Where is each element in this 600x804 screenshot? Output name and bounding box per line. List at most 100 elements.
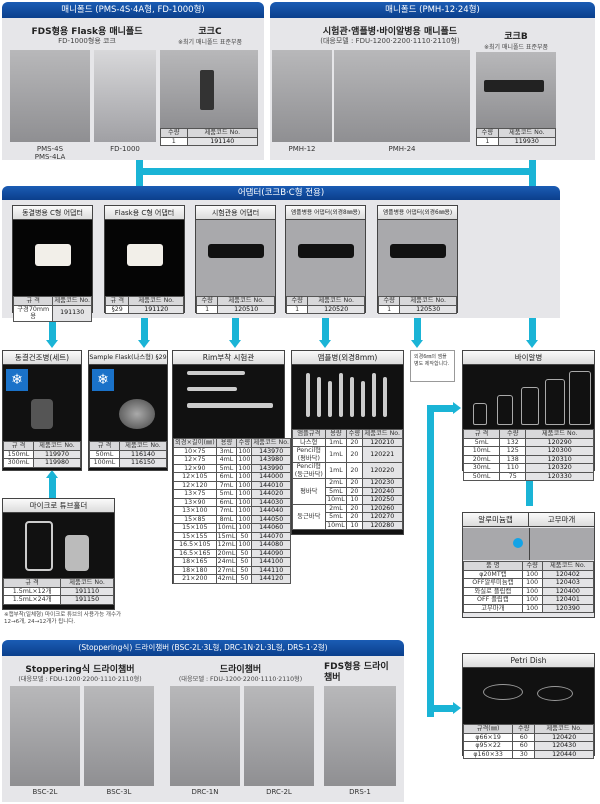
table-cell: 100 (236, 523, 253, 533)
column-header: 제품코드 No. (525, 429, 594, 439)
table-cell: OFF 플립캡 (463, 595, 523, 605)
cock-note: ※최기 매니폴드 표준부품 (177, 39, 243, 46)
connector-line (49, 318, 56, 342)
product-code-cell: 120240 (361, 486, 403, 496)
card-title: 앰플병(외경8mm) (292, 351, 403, 365)
connector-line (427, 705, 455, 712)
table-cell: 50 (236, 531, 253, 541)
table-cell: 15×85 (173, 514, 217, 524)
table-cell: 10mL (324, 495, 348, 505)
column-header: 제품코드 No. (33, 441, 81, 451)
connector-line (526, 480, 533, 506)
caption: PMH-12 (288, 145, 316, 153)
table-cell: 13×90 (173, 497, 217, 507)
manifold-left-panel: 매니폴드 (PMS-4S·4A형, FD-1000형) FDS형용 Flask용… (2, 2, 264, 161)
table-cell: 12×105 (173, 472, 217, 482)
vial-photo (569, 371, 591, 425)
table-cell: 16.5×165 (173, 548, 217, 558)
column-header: 규격(㎜) (462, 724, 514, 734)
ampoule-note: 외경6㎜의 앰플병도 제작합니다. (414, 354, 450, 367)
cock-b-title: 코크B (504, 32, 528, 42)
table-cell: 13×100 (173, 506, 217, 516)
cock-c-title: 코크C (198, 27, 222, 37)
column-header: 규 격 (104, 296, 130, 306)
column-header: 수량 (285, 296, 309, 306)
manifold-photo (10, 50, 90, 142)
product-code-cell: 144050 (251, 514, 291, 524)
table-cell: 50 (236, 574, 253, 584)
table-cell: 100 (521, 578, 543, 588)
cap-icon (513, 538, 523, 548)
cock-b-photo (476, 52, 556, 128)
table-cell: 3mL (215, 446, 238, 456)
card-title: 알루미늄캡 (463, 513, 529, 527)
product-code-cell: 144030 (251, 497, 291, 507)
product-code-cell: 120403 (541, 578, 595, 588)
micro-tube-note: ※캡부착(일체형) 마이크로 튜브의 사용가능 개수가 12→6개, 24→12… (4, 612, 122, 625)
chamber-photo (10, 686, 80, 786)
panel-header: 매니폴드 (PMH-12·24형) (270, 2, 595, 18)
table-cell: 138 (499, 454, 527, 464)
tube-photo (187, 403, 273, 408)
table-cell: 1 (285, 304, 309, 314)
product-title: 시험관·앰플병·바이알병용 매니폴드 (322, 27, 458, 37)
product-code-cell: 120440 (534, 749, 594, 759)
column-header: 수량 (476, 128, 499, 138)
card-title: Sample Flask(나스형) §29 (89, 351, 167, 365)
product-code-cell: 120260 (361, 503, 403, 513)
table-cell: 20 (346, 503, 363, 513)
table-cell: 50 (236, 557, 253, 567)
table-cell: 1 (476, 136, 499, 146)
arrow-down-icon (138, 340, 150, 348)
arrow-right-icon (453, 702, 461, 714)
table-cell: 20mL (215, 548, 238, 558)
table-cell: 100mL (89, 458, 120, 468)
ampoule-photo (350, 377, 354, 417)
product-code-cell: 144120 (251, 574, 291, 584)
manifold-right-panel: 매니폴드 (PMH-12·24형) 시험관·앰플병·바이알병용 매니폴드 (대응… (270, 2, 595, 160)
table-cell: 10mL (462, 446, 501, 456)
card-title: 바이알병 (463, 351, 594, 365)
table-cell: 5mL (324, 512, 348, 522)
product-subtitle: FD-1000형용 코크 (58, 37, 116, 45)
product-code-cell: 191130 (52, 304, 92, 322)
product-code-cell: 120270 (361, 512, 403, 522)
chamber-photo (84, 686, 154, 786)
card-title: Rim부착 시험관 (173, 351, 284, 365)
chamber-photo (170, 686, 240, 786)
column-header: 제품코드 No. (217, 296, 275, 306)
vial-photo (497, 395, 513, 425)
table-cell: 20 (346, 512, 363, 522)
fd1000-photo (94, 50, 156, 142)
table-cell: 고무마개 (463, 603, 523, 613)
tube-photo (187, 387, 237, 391)
table-cell: 100 (236, 446, 253, 456)
